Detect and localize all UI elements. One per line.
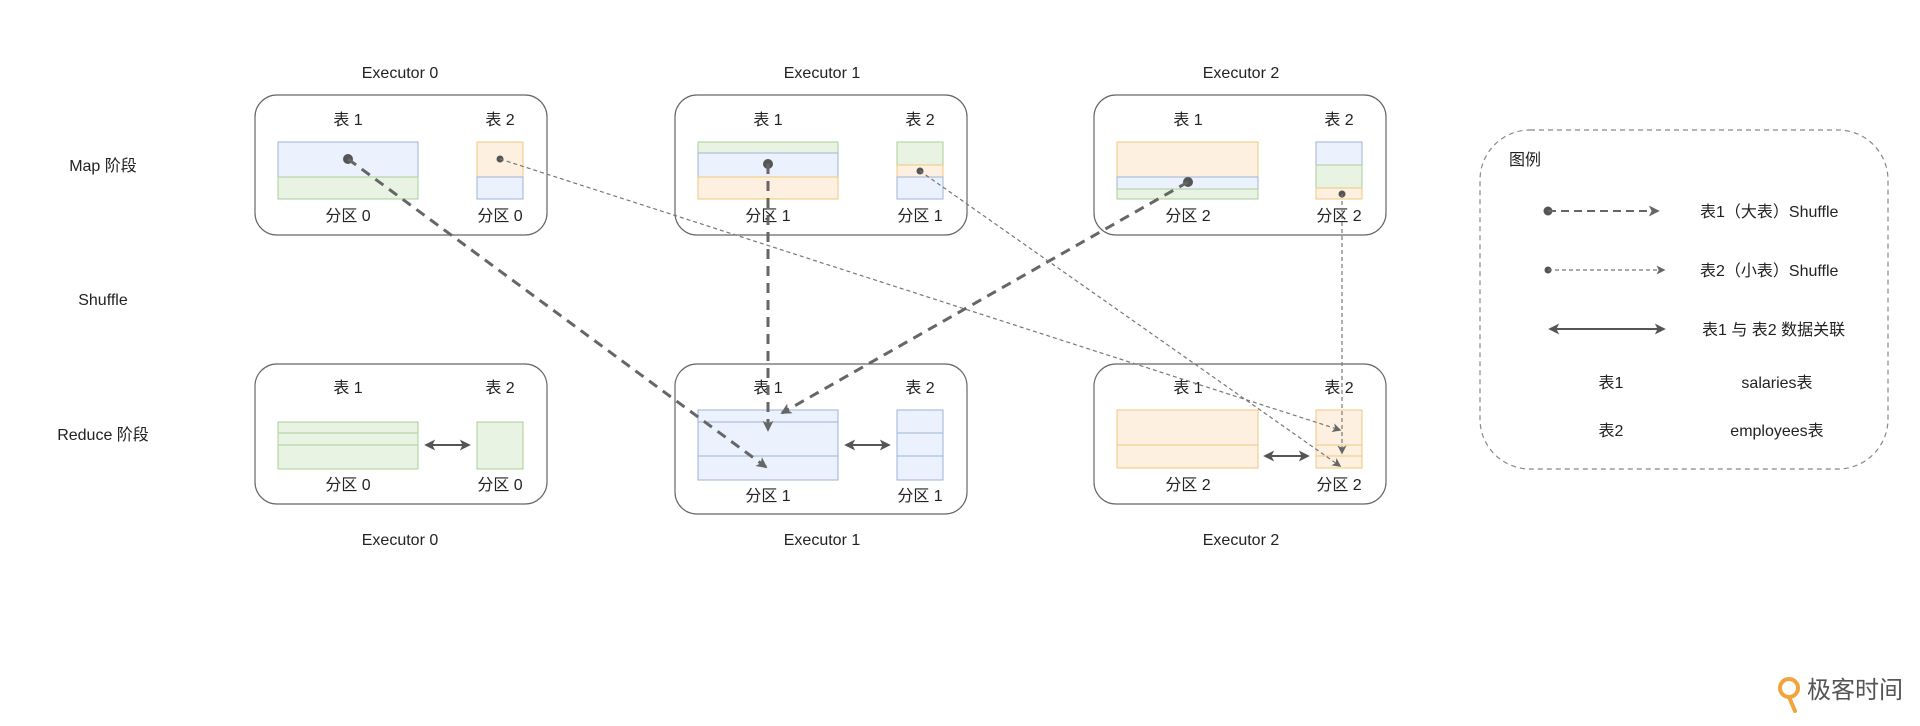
map-executor-2: 表 1 表 2 分区 2 分区 2 [1093,94,1387,236]
table-1-label: 表 1 [333,111,362,129]
partition-label-table-2: 分区 0 [477,476,522,494]
table-1-label: 表 1 [1173,379,1202,397]
legend: 图例 表1（大表）Shuffle 表2（小表）Shuffle 表1 与 表2 数… [1479,129,1889,470]
legend-t1-key: 表1 [1599,374,1624,392]
executor-0-label-top: Executor 0 [362,65,439,82]
partition-label-table-2: 分区 2 [1316,476,1361,494]
map-executor-0: 表 1 表 2 分区 0 分区 0 [254,94,548,236]
table-1-block-orange [1116,141,1259,178]
legend-small-shuffle-label: 表2（小表）Shuffle [1700,262,1839,280]
partition-label-table-1: 分区 2 [1165,476,1210,494]
partition-label-table-1: 分区 0 [325,207,370,225]
table-2-label: 表 2 [485,111,514,129]
partition-label-table-2: 分区 2 [1316,207,1361,225]
legend-box [1479,129,1889,470]
table-2-block-blue [476,176,524,200]
legend-big-shuffle-label: 表1（大表）Shuffle [1700,203,1839,221]
partition-label-table-2: 分区 1 [897,207,942,225]
row-label-shuffle: Shuffle [78,292,128,309]
big-table-shuffle-arrows [343,154,1193,469]
reduce-executor-2: 表 1 表 2 分区 2 分区 2 [1093,363,1387,505]
shuffle-arrow-e1-to-e2 [919,170,1342,467]
table-2-label: 表 2 [485,379,514,397]
legend-title: 图例 [1509,151,1541,169]
executor-2-label-top: Executor 2 [1203,65,1280,82]
partition-label-table-1: 分区 1 [745,487,790,505]
reduce-executor-1: 表 1 表 2 分区 1 分区 1 [674,363,968,515]
table-1-block-green [1116,188,1259,200]
map-executor-1: 表 1 表 2 分区 1 分区 1 [674,94,968,236]
table-1-label: 表 1 [333,379,362,397]
small-table-shuffle-arrows [496,155,1347,467]
table-2-label: 表 2 [905,111,934,129]
brand-name: 极客时间 [1807,677,1903,704]
partition-label-table-1: 分区 0 [325,476,370,494]
table-1-label: 表 1 [1173,111,1202,129]
reduce-executor-0: 表 1 表 2 分区 0 分区 0 [254,363,548,505]
geektime-logo-icon [1778,677,1800,713]
table-2-block-green [896,141,944,166]
legend-t2-value: employees表 [1730,422,1823,440]
table-2-label: 表 2 [1324,111,1353,129]
table-1-block-green [697,141,839,154]
executor-1-label-bottom: Executor 1 [784,532,861,549]
shuffle-arrow-e0-to-e2 [499,158,1342,432]
table-2-block-blue [1315,141,1363,166]
table-2-label: 表 2 [1324,379,1353,397]
partition-label-table-2: 分区 0 [477,207,522,225]
table-1-block-orange [1116,409,1259,469]
legend-join-label: 表1 与 表2 数据关联 [1702,321,1845,339]
table-1-block-green [277,176,419,200]
partition-label-table-2: 分区 1 [897,487,942,505]
partition-label-table-1: 分区 2 [1165,207,1210,225]
table-2-block-green [476,421,524,470]
legend-t1-value: salaries表 [1741,374,1812,392]
row-label-reduce: Reduce 阶段 [57,426,149,444]
legend-t2-key: 表2 [1599,422,1624,440]
row-label-map: Map 阶段 [69,157,137,175]
executor-1-label-top: Executor 1 [784,65,861,82]
executor-0-label-bottom: Executor 0 [362,532,439,549]
executor-2-label-bottom: Executor 2 [1203,532,1280,549]
table-2-block-orange [1315,409,1363,469]
shuffle-arrow-e0-to-e1 [347,157,768,469]
brand: 极客时间 [1778,677,1903,713]
table-2-block-green [1315,164,1363,189]
table-2-block-blue [896,176,944,200]
shuffle-arrow-e2-to-e1 [780,180,1189,415]
table-2-block-blue [896,409,944,481]
table-2-label: 表 2 [905,379,934,397]
table-1-label: 表 1 [753,111,782,129]
